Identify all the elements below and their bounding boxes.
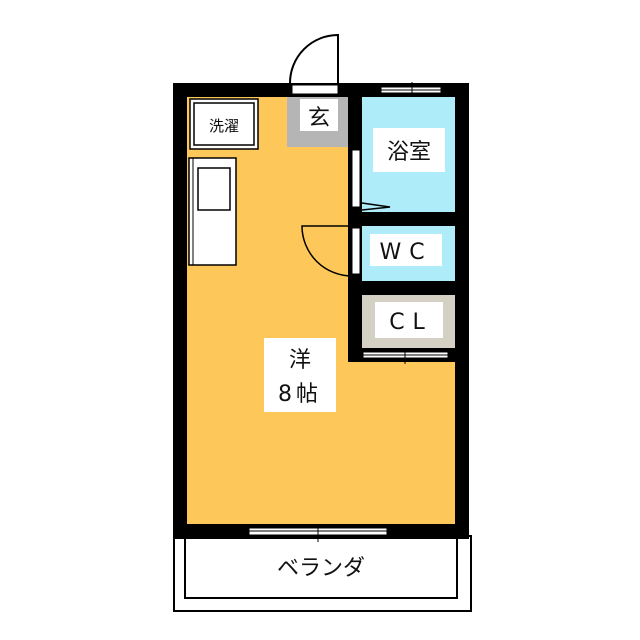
veranda-label: ベランダ — [277, 556, 365, 581]
veranda: ベランダ — [173, 535, 472, 612]
entrance: 玄 — [287, 97, 348, 147]
window-closet — [362, 350, 449, 364]
bath-label: 浴室 — [387, 140, 431, 165]
bath-door — [351, 149, 391, 211]
entrance-label: 玄 — [308, 106, 330, 131]
laundry-space: 洗濯 — [189, 98, 259, 150]
laundry-label: 洗濯 — [209, 117, 239, 135]
closet-label: CL — [389, 310, 433, 335]
western-room-size: 8帖 — [278, 382, 322, 407]
window-balcony — [248, 525, 388, 542]
entrance-door — [289, 33, 339, 95]
wc-label: WC — [379, 240, 432, 265]
kitchen-counter — [188, 157, 237, 266]
western-room-name: 洋 — [289, 348, 311, 373]
window-bath — [380, 82, 442, 97]
wc-door — [301, 225, 361, 277]
